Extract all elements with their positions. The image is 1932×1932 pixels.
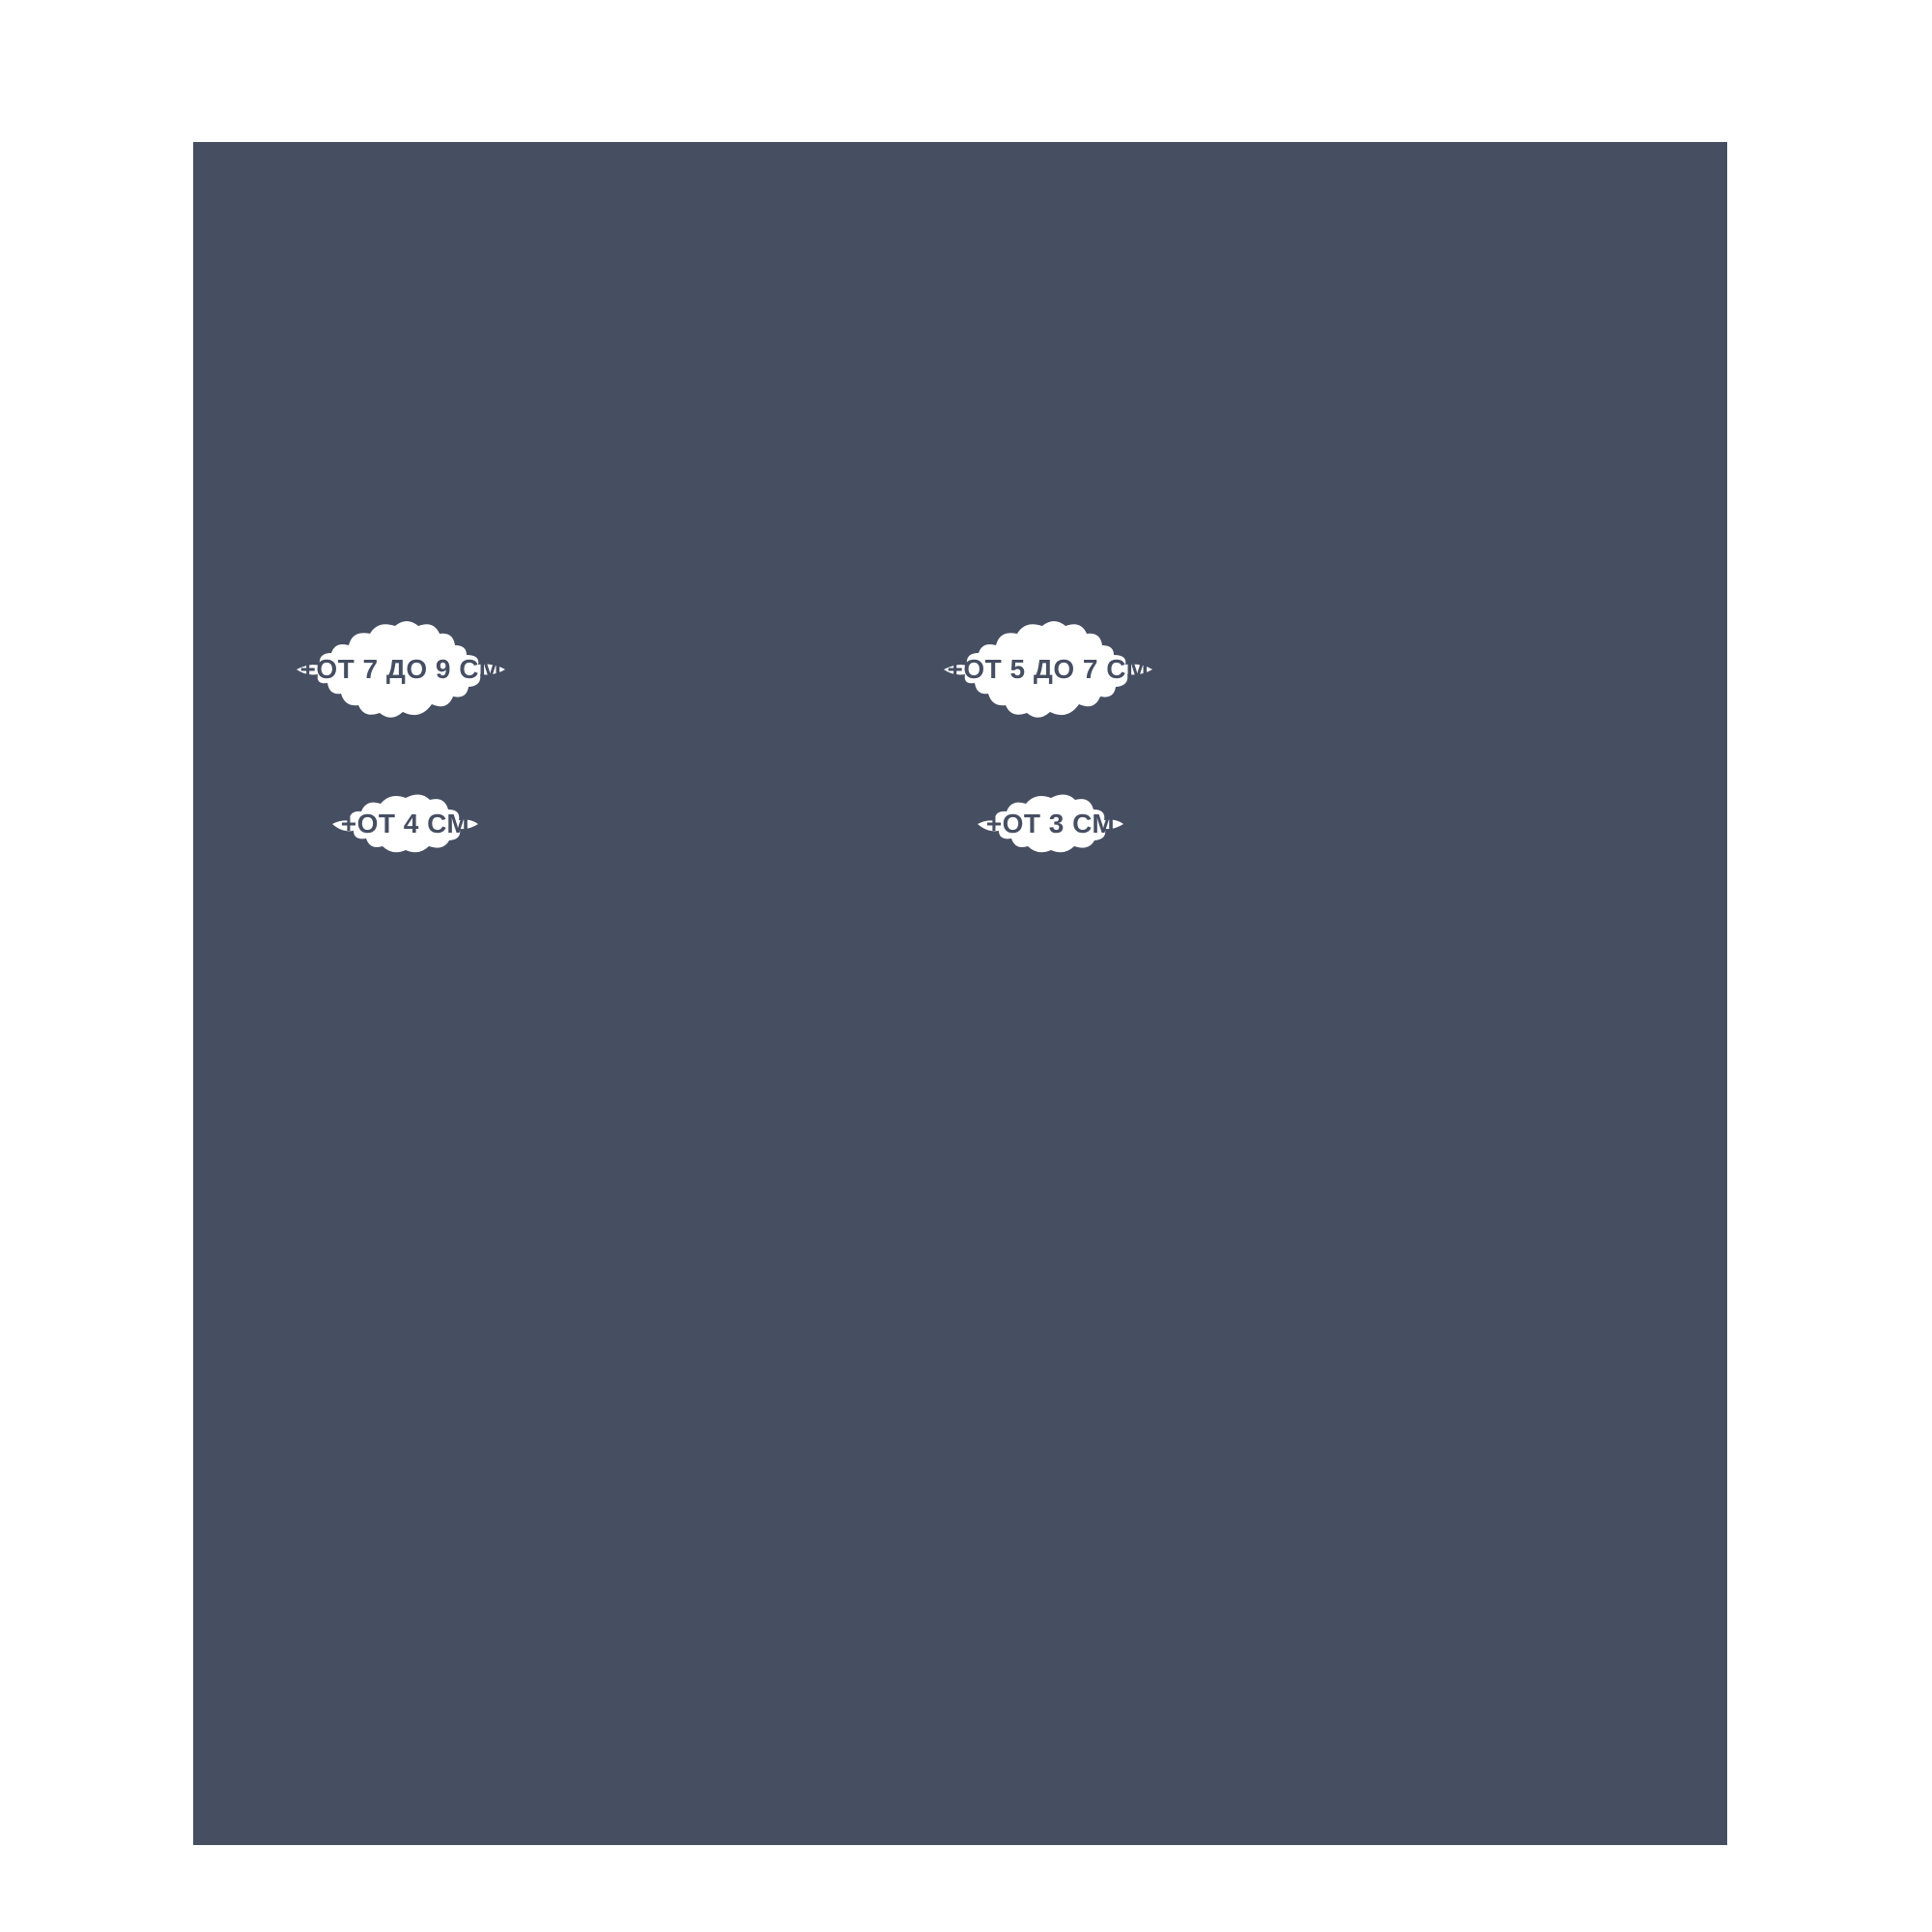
splash-shape <box>978 794 1123 853</box>
measurement-label: +ОТ 4 СМ <box>340 809 470 838</box>
splash-shape <box>297 621 505 718</box>
measurement-badge-top-right: +ОТ 5 ДО 7 СМ <box>942 616 1154 723</box>
measurement-badge-bottom-left: +ОТ 4 СМ <box>330 789 480 859</box>
dark-panel <box>193 142 1727 1845</box>
measurement-label: +ОТ 3 СМ <box>985 809 1116 838</box>
splash-shape <box>332 794 478 853</box>
splash-shape <box>944 621 1152 718</box>
measurement-badge-top-left: +ОТ 7 ДО 9 СМ <box>295 616 507 723</box>
measurement-label: +ОТ 5 ДО 7 СМ <box>947 654 1150 684</box>
measurement-badge-bottom-right: +ОТ 3 СМ <box>976 789 1125 859</box>
measurement-label: +ОТ 7 ДО 9 СМ <box>299 654 502 684</box>
